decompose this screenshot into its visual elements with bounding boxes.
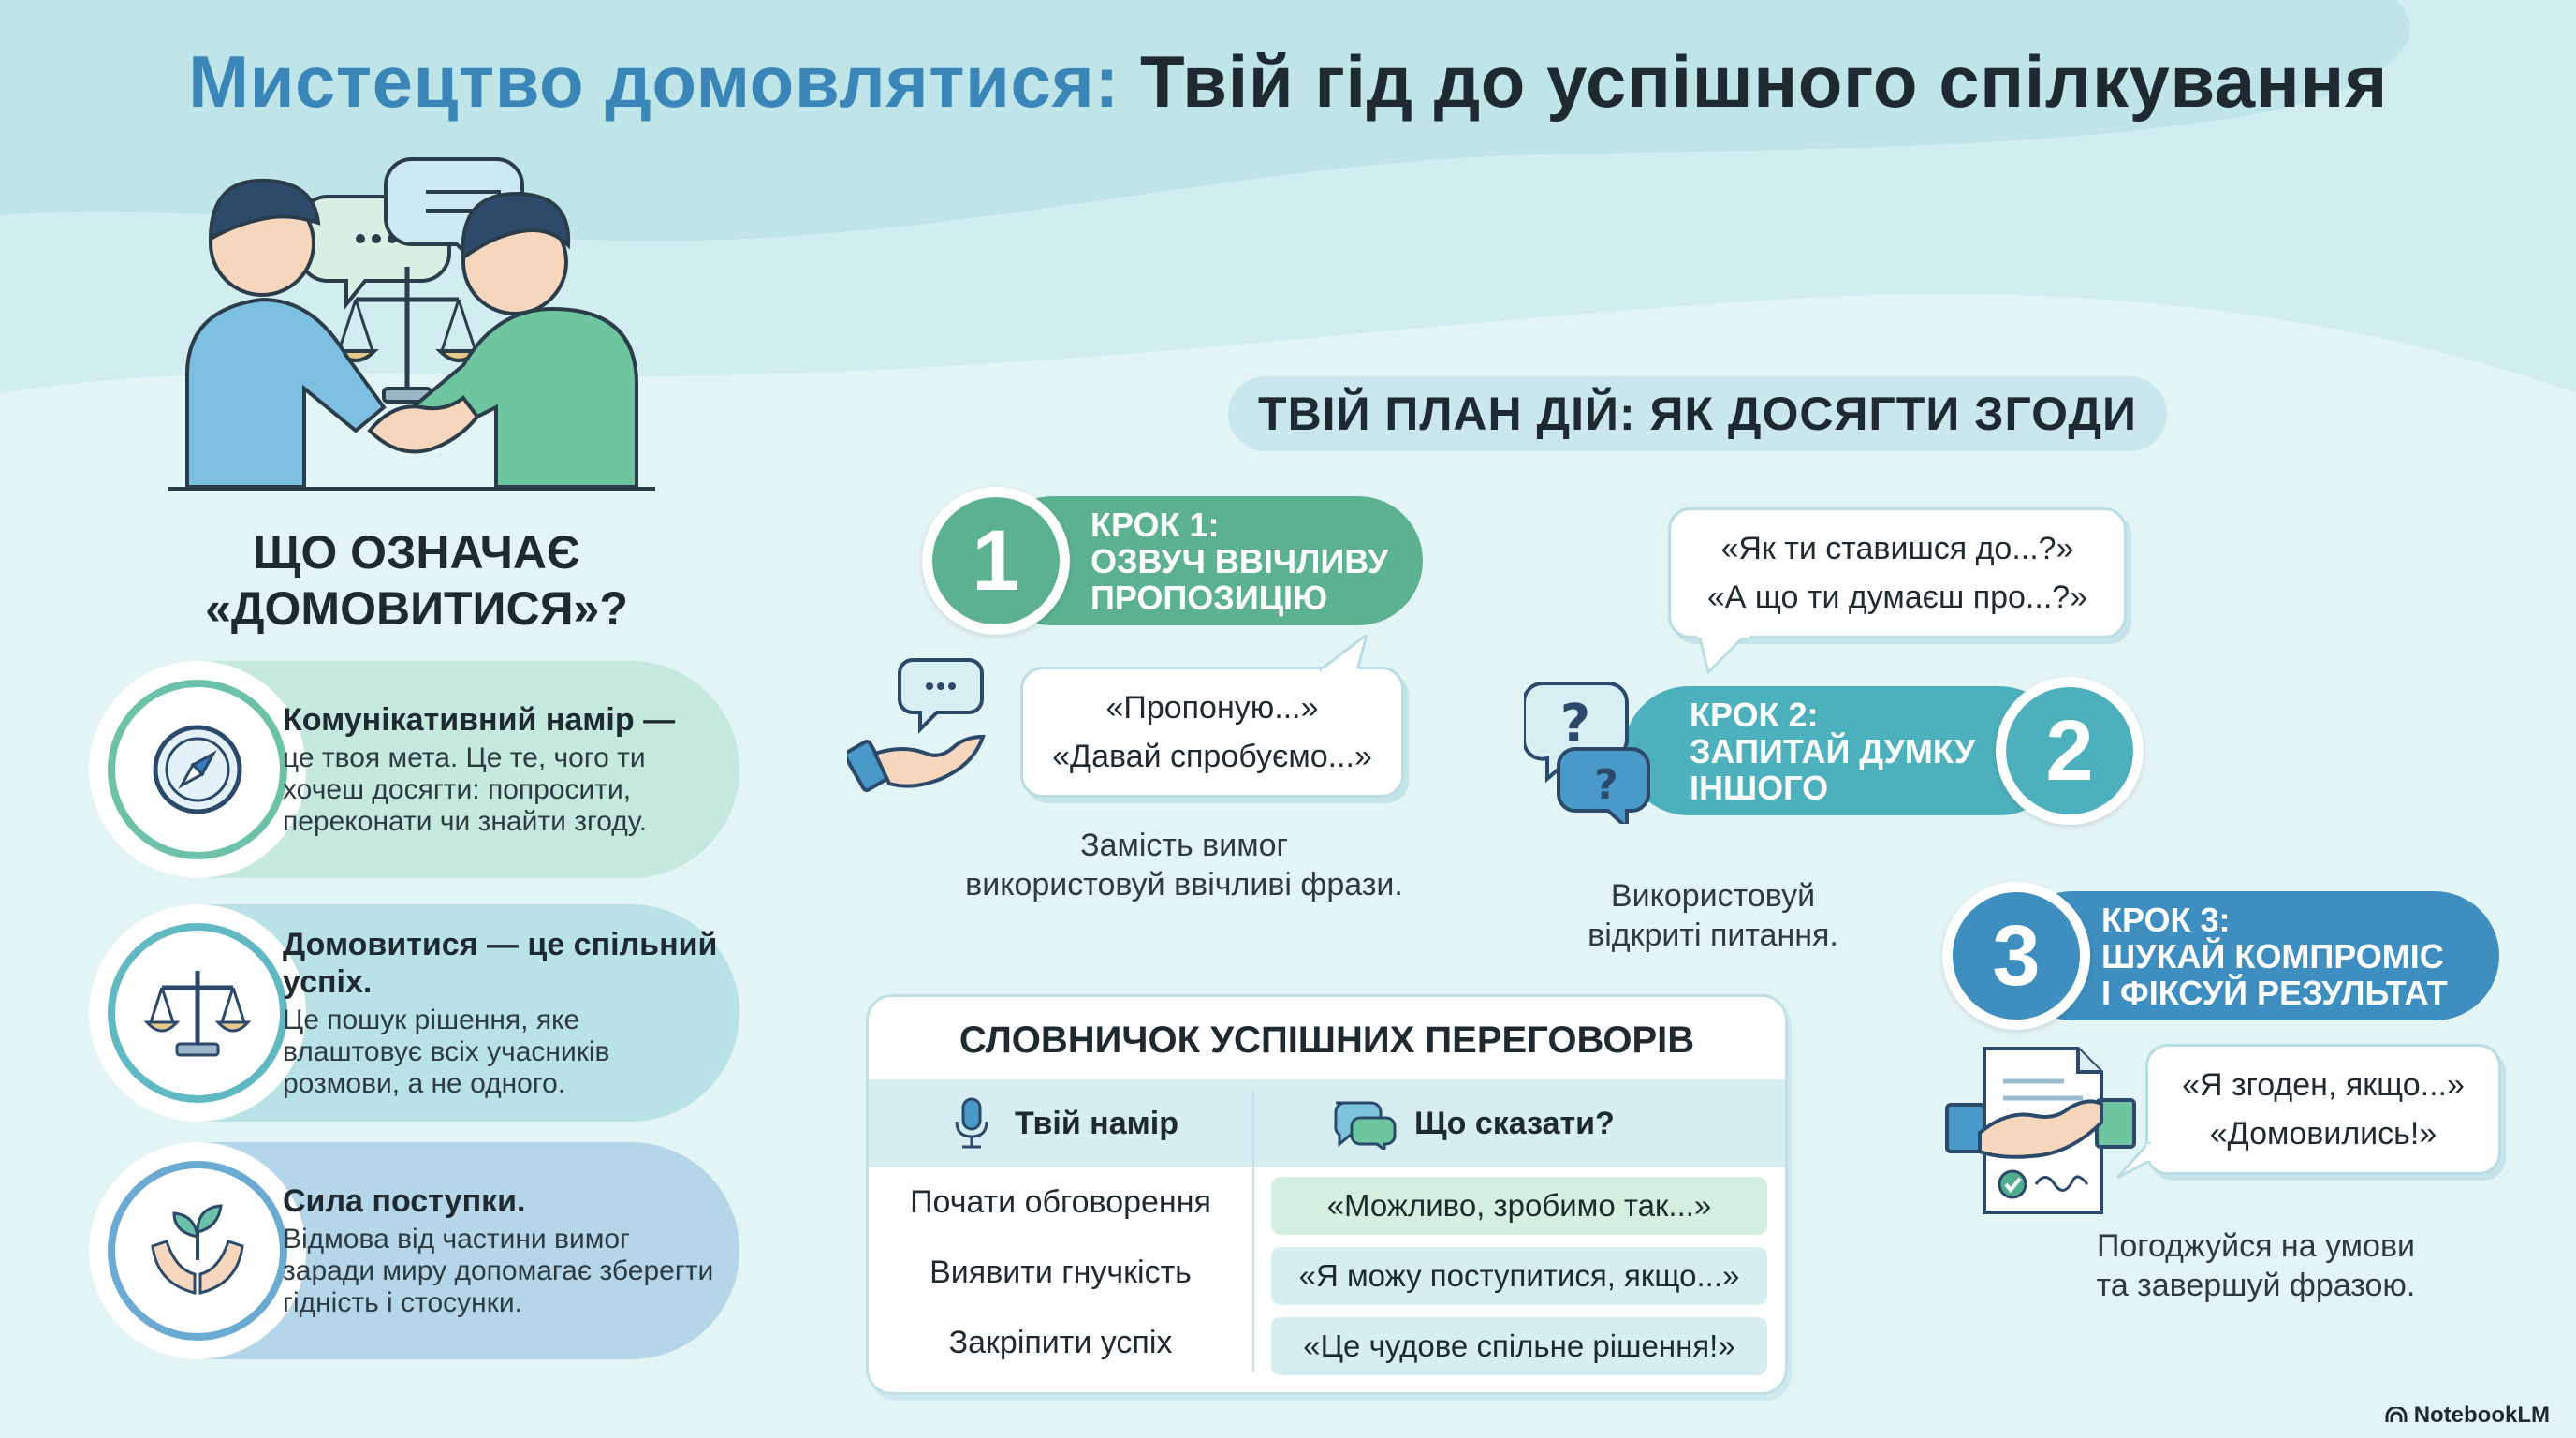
- step-3-phrase: «Домовились!»: [2209, 1116, 2437, 1152]
- bubble-tail: [2117, 1142, 2152, 1180]
- step-2-title-line1: ЗАПИТАЙ ДУМКУ: [1690, 731, 1976, 770]
- vocabulary-table: СЛОВНИЧОК УСПІШНИХ ПЕРЕГОВОРІВ Твій намі…: [866, 994, 1788, 1395]
- step-2-caption: Використовуй відкриті питання.: [1526, 876, 1900, 955]
- vocabulary-column-divider: [1252, 1091, 1254, 1372]
- step-1-phrase: «Давай спробуємо...»: [1052, 739, 1372, 774]
- page-title: Мистецтво домовлятися: Твій гід до успіш…: [0, 39, 2576, 125]
- step-1-pill: КРОК 1: ОЗВУЧ ВВІЧЛИВУ ПРОПОЗИЦІЮ: [988, 496, 1423, 625]
- definition-card-intent: Комунікативний намір — це твоя мета. Це …: [89, 661, 739, 878]
- definition-card-icon-frame: [89, 661, 306, 878]
- vocabulary-phrase-cell: «Я можу поступитися, якщо...»: [1271, 1247, 1767, 1305]
- step-2-label: КРОК 2:: [1690, 695, 1819, 734]
- bubble-tail: [1697, 635, 1749, 674]
- offer-hand-icon: [847, 658, 986, 792]
- step-3-phrase: «Я згоден, якщо...»: [2182, 1067, 2465, 1103]
- vocabulary-title: СЛОВНИЧОК УСПІШНИХ ПЕРЕГОВОРІВ: [959, 1020, 1695, 1061]
- step-3-number: 3: [1953, 892, 2080, 1020]
- brand-mark: NotebookLM: [2384, 1402, 2550, 1429]
- vocabulary-header-phrase: Що сказати?: [1332, 1079, 1615, 1167]
- vocabulary-header-intent: Твій намір: [953, 1079, 1178, 1167]
- definition-card-success: Домовитися — це спільний успіх. Це пошук…: [89, 904, 739, 1122]
- step-3-phrases-bubble: «Я згоден, якщо...» «Домовились!»: [2145, 1044, 2501, 1175]
- step-3-number-badge: 3: [1942, 882, 2090, 1030]
- definition-card-text: Це пошук рішення, яке влаштовує всіх уча…: [283, 1005, 610, 1099]
- step-1-caption-line1: Замість вимог: [1080, 828, 1288, 863]
- step-3-caption-line2: та завершуй фразою.: [2096, 1268, 2416, 1303]
- definition-card-icon-frame: [89, 904, 306, 1122]
- step-2-number: 2: [2006, 687, 2133, 814]
- step-2-title-line2: ІНШОГО: [1690, 768, 1829, 807]
- bubble-tail: [1320, 635, 1368, 672]
- scales-icon: [143, 971, 252, 1057]
- definition-heading-line2: «ДОМОВИТИСЯ»?: [205, 582, 628, 635]
- step-1-label: КРОК 1:: [1090, 505, 1220, 544]
- step-1-number-badge: 1: [922, 487, 1070, 635]
- step-2-phrase: «Як ти ставишся до...?»: [1720, 531, 2074, 566]
- step-3-title-line2: І ФІКСУЙ РЕЗУЛЬТАТ: [2101, 973, 2448, 1012]
- vocabulary-intent-cell: Виявити гнучкість: [929, 1255, 1192, 1290]
- step-1-title-line2: ПРОПОЗИЦІЮ: [1090, 578, 1328, 617]
- vocabulary-intent-cell: Закріпити успіх: [948, 1325, 1173, 1360]
- title-rest: Твій гід до успішного спілкування: [1140, 40, 2388, 123]
- svg-text:?: ?: [1560, 694, 1590, 755]
- definition-heading: ЩО ОЗНАЧАЄ «ДОМОВИТИСЯ»?: [140, 524, 693, 637]
- definition-card-text: це твоя мета. Це те, чого ти хочеш досяг…: [283, 742, 648, 837]
- vocabulary-phrase-cell: «Це чудове спільне рішення!»: [1271, 1317, 1767, 1375]
- step-1-number: 1: [932, 497, 1060, 624]
- definition-heading-line1: ЩО ОЗНАЧАЄ: [253, 526, 580, 579]
- chat-bubbles-icon: [1334, 1101, 1397, 1150]
- step-3-label: КРОК 3:: [2101, 900, 2231, 939]
- question-bubbles-icon: ? ?: [1524, 682, 1650, 824]
- step-3-caption-line1: Погоджуйся на умови: [2096, 1228, 2416, 1264]
- step-2-phrase: «А що ти думаєш про...?»: [1706, 580, 2088, 615]
- handshake-illustration: [168, 157, 655, 491]
- definition-card-compromise: Сила поступки. Відмова від частини вимог…: [89, 1142, 739, 1359]
- vocabulary-col-intent-label: Твій намір: [1015, 1105, 1178, 1141]
- step-2-phrases-bubble: «Як ти ставишся до...?» «А що ти думаєш …: [1668, 507, 2127, 638]
- hands-plant-icon: [151, 1204, 244, 1295]
- definition-card-title: Домовитися — це спільний успіх.: [283, 927, 718, 1000]
- vocabulary-phrase-cell: «Можливо, зробимо так...»: [1271, 1177, 1767, 1235]
- step-1-title-line1: ОЗВУЧ ВВІЧЛИВУ: [1090, 541, 1389, 580]
- vocabulary-header-row: [869, 1079, 1785, 1167]
- step-3-caption: Погоджуйся на умови та завершуй фразою.: [2055, 1226, 2457, 1305]
- step-2-caption-line1: Використовуй: [1610, 878, 1816, 914]
- step-3-title-line1: ШУКАЙ КОМПРОМІС: [2101, 936, 2444, 976]
- definition-card-icon-frame: [89, 1142, 306, 1359]
- step-2-caption-line2: відкриті питання.: [1588, 917, 1838, 953]
- step-2-pill: КРОК 2: ЗАПИТАЙ ДУМКУ ІНШОГО: [1624, 686, 2064, 815]
- step-1-phrases-bubble: «Пропоную...» «Давай спробуємо...»: [1020, 667, 1404, 798]
- step-1-caption: Замість вимог використовуй ввічливі фраз…: [922, 826, 1446, 904]
- vocabulary-col-phrase-label: Що сказати?: [1414, 1105, 1615, 1141]
- definition-card-title: Сила поступки.: [283, 1183, 526, 1219]
- step-1-phrase: «Пропоную...»: [1105, 690, 1319, 726]
- step-1-caption-line2: використовуй ввічливі фрази.: [965, 867, 1403, 902]
- brand-name: NotebookLM: [2413, 1402, 2550, 1428]
- compass-icon: [153, 725, 242, 814]
- svg-text:?: ?: [1594, 761, 1618, 809]
- title-accent: Мистецтво домовлятися:: [188, 40, 1120, 123]
- definition-card-text: Відмова від частини вимог заради миру до…: [283, 1224, 714, 1318]
- definition-card-title: Комунікативний намір —: [283, 702, 676, 738]
- step-3-pill: КРОК 3: ШУКАЙ КОМПРОМІС І ФІКСУЙ РЕЗУЛЬТ…: [2008, 891, 2499, 1020]
- notebooklm-logo-icon: [2385, 1407, 2408, 1422]
- plan-heading: ТВІЙ ПЛАН ДІЙ: ЯК ДОСЯГТИ ЗГОДИ: [1228, 376, 2167, 451]
- step-2-number-badge: 2: [1996, 677, 2144, 825]
- microphone-icon: [955, 1097, 988, 1149]
- contract-handshake-icon: [1945, 1047, 2136, 1214]
- vocabulary-intent-cell: Почати обговорення: [910, 1184, 1211, 1220]
